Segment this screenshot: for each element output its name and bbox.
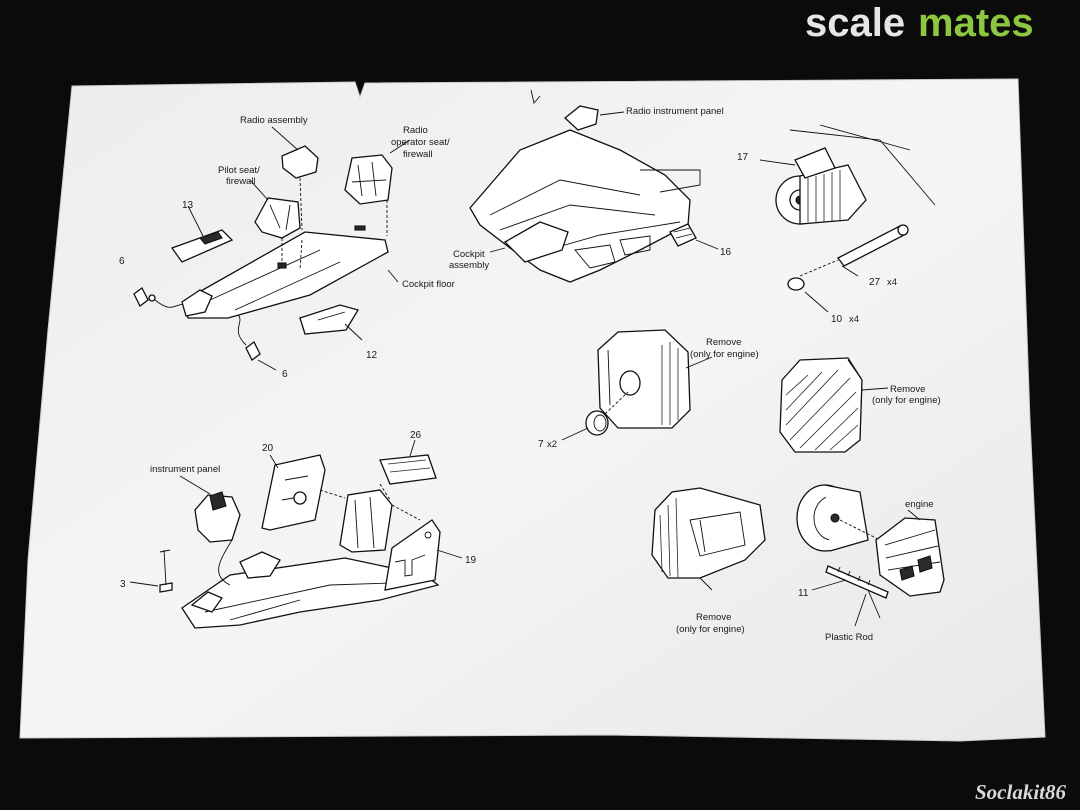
cockpit-floor-part xyxy=(184,231,389,319)
engine-cowling-part xyxy=(799,164,867,225)
svg-text:Cockpit: Cockpit xyxy=(453,249,485,260)
nacelle-cut-diagram: Remove (only for engine) xyxy=(651,487,766,635)
radio-operator-seat-part xyxy=(344,154,393,205)
part-17 xyxy=(794,147,836,179)
part-26-panel xyxy=(379,454,437,485)
cockpit-assembly-part xyxy=(503,221,569,263)
svg-text:(only for engine): (only for engine) xyxy=(872,395,941,406)
svg-text:engine: engine xyxy=(905,499,934,510)
svg-text:scale: scale xyxy=(805,1,905,45)
nacelle-part xyxy=(597,329,691,429)
scalemates-logo: scale mates xyxy=(805,1,1034,45)
svg-text:3: 3 xyxy=(120,579,126,590)
svg-text:firewall: firewall xyxy=(403,149,433,160)
svg-text:17: 17 xyxy=(737,152,749,163)
svg-text:(only for engine): (only for engine) xyxy=(690,349,759,360)
svg-text:Radio: Radio xyxy=(403,125,428,136)
engine-front-diagram: 17 27 x4 10 x4 xyxy=(737,124,936,325)
svg-text:11: 11 xyxy=(798,588,809,599)
fuselage-install-diagram: Radio instrument panel Cockpit assembly … xyxy=(449,89,732,283)
svg-text:x2: x2 xyxy=(547,439,557,450)
nacelle-rear-part xyxy=(651,487,766,579)
svg-text:Remove: Remove xyxy=(696,612,731,623)
svg-text:6: 6 xyxy=(119,256,125,267)
svg-text:13: 13 xyxy=(182,200,194,211)
signature-watermark: Soclakit86 xyxy=(975,780,1067,804)
svg-text:26: 26 xyxy=(410,430,422,441)
seat-part xyxy=(339,489,393,553)
part-6-pedal xyxy=(133,287,149,307)
part-10 xyxy=(787,277,805,291)
svg-text:Remove: Remove xyxy=(890,384,925,395)
pilot-seat-part xyxy=(254,197,301,239)
radio-instrument-panel-part xyxy=(564,105,599,131)
engine-assembly-diagram: engine 11 Plastic Rod xyxy=(796,484,945,643)
cockpit-tub-part xyxy=(181,557,440,629)
svg-text:Plastic Rod: Plastic Rod xyxy=(825,632,873,643)
svg-text:Radio assembly: Radio assembly xyxy=(240,115,308,126)
svg-text:instrument panel: instrument panel xyxy=(150,464,220,475)
svg-text:27: 27 xyxy=(869,277,881,288)
svg-text:Radio instrument panel: Radio instrument panel xyxy=(626,106,724,117)
svg-text:Cockpit floor: Cockpit floor xyxy=(402,279,455,290)
cockpit-floor-diagram: Radio assembly Radio operator seat/ fire… xyxy=(119,115,455,380)
svg-text:assembly: assembly xyxy=(449,260,489,271)
nacelle-remove-right-diagram: Remove (only for engine) xyxy=(779,357,941,453)
svg-text:10: 10 xyxy=(831,314,843,325)
svg-text:7: 7 xyxy=(538,439,544,450)
svg-text:x4: x4 xyxy=(887,277,897,288)
control-column-part xyxy=(181,289,213,317)
nacelle-remove-left-diagram: Remove (only for engine) 7 x2 xyxy=(538,329,759,450)
part-16 xyxy=(669,223,697,247)
part-3-stick xyxy=(159,582,173,593)
svg-text:operator seat/: operator seat/ xyxy=(391,137,450,148)
svg-text:Pilot seat/: Pilot seat/ xyxy=(218,165,260,176)
svg-text:16: 16 xyxy=(720,247,732,258)
svg-text:(only for engine): (only for engine) xyxy=(676,624,745,635)
instrument-bulkhead-diagram: instrument panel 20 26 19 3 xyxy=(120,430,477,629)
svg-text:20: 20 xyxy=(262,443,274,454)
part-7-wheel xyxy=(585,410,609,436)
svg-text:firewall: firewall xyxy=(226,176,256,187)
floor-pin xyxy=(354,225,366,231)
svg-text:Remove: Remove xyxy=(706,337,741,348)
svg-text:x4: x4 xyxy=(849,314,859,325)
part-6-pedal xyxy=(245,341,261,361)
part-11-rail xyxy=(825,565,889,599)
svg-text:mates: mates xyxy=(918,1,1034,45)
svg-text:12: 12 xyxy=(366,350,378,361)
svg-text:6: 6 xyxy=(282,369,288,380)
part-20-bulkhead xyxy=(261,454,326,531)
engine-block-part xyxy=(875,517,945,597)
svg-text:19: 19 xyxy=(465,555,477,566)
radio-assembly-part xyxy=(281,145,319,179)
